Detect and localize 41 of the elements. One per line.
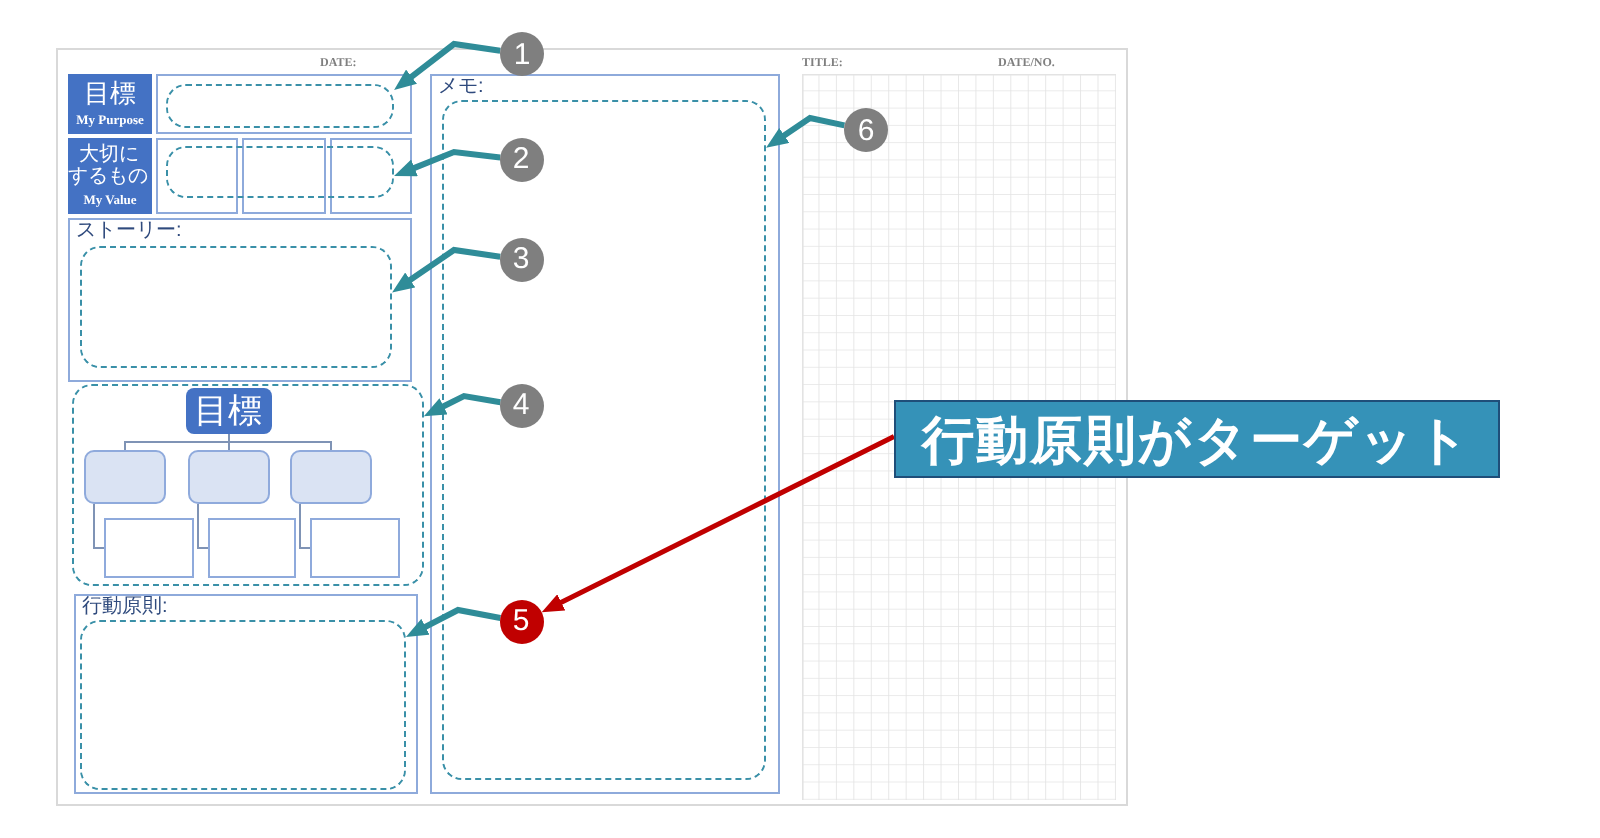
tree-entry-box [207,517,295,577]
tree-node-box [83,449,165,503]
section-frame [68,218,412,382]
section-label: ストーリー: [76,222,182,242]
callout-label: 行動原則がターゲット [894,400,1500,478]
arrow [392,246,501,293]
callout-number: 1 [500,32,544,76]
section-label: 行動原則: [82,598,168,618]
entry-frame [156,74,412,134]
dashed-area [166,84,394,128]
arrow [394,40,501,91]
dashed-area [72,384,424,586]
arrow [423,392,501,417]
callout-number: 2 [499,137,543,181]
tree-node-box [289,449,371,503]
heading-text: 大切にするもの [68,143,150,188]
section-label: メモ: [438,78,484,98]
entry-frame [242,138,326,214]
connector-line [197,503,209,549]
heading-text: 目標 [84,79,136,106]
arrow [394,148,501,177]
tree-entry-box [103,517,193,577]
callout-number: 4 [499,383,543,427]
connector-line [299,503,311,549]
arrow [541,434,896,613]
section-frame [74,594,418,794]
arrow [405,606,501,637]
entry-frame [330,138,412,214]
tree-node-box [187,449,269,503]
header-tile [68,74,152,134]
entry-frame [156,138,238,214]
callout-number: 3 [499,237,543,281]
connector-line [93,503,105,549]
callout-number: 5 [499,599,543,643]
arrow [766,114,846,148]
dashed-area [80,246,392,368]
dashed-area [80,620,406,790]
goal-box: 目標 [185,387,271,433]
header-tile [68,138,152,214]
dashed-area [166,146,394,198]
tree-entry-box [309,517,399,577]
